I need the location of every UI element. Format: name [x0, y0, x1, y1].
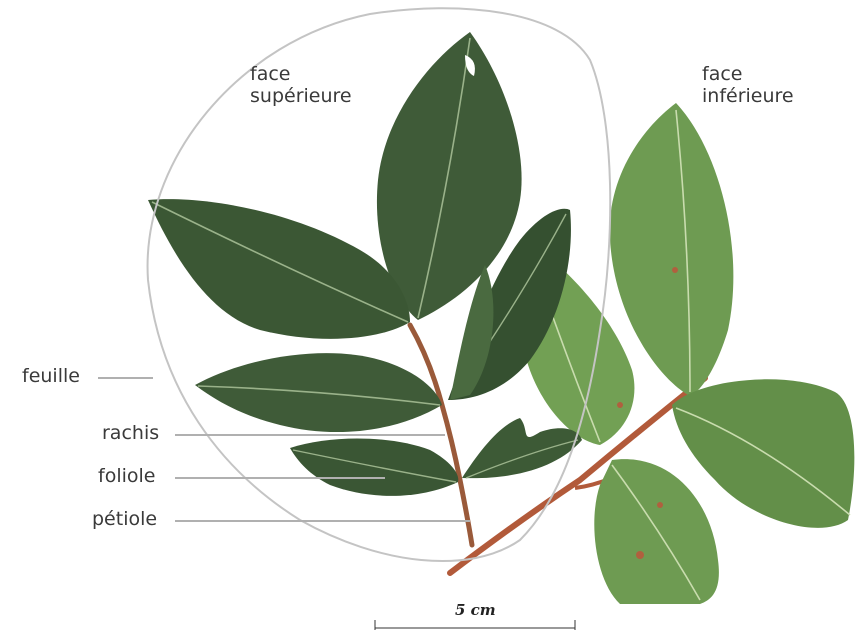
lower-leaflet-top	[610, 103, 734, 396]
scale-label: 5 cm	[455, 601, 496, 619]
lower-leaflet-bottom	[594, 459, 719, 604]
upper-face-leaf	[148, 32, 582, 545]
label-face-inferieure-line1: face	[702, 64, 794, 86]
label-face-superieure: face supérieure	[250, 64, 352, 108]
label-face-inferieure: face inférieure	[702, 64, 794, 108]
label-face-inferieure-line2: inférieure	[702, 86, 794, 108]
leaflet-lower-left	[290, 438, 458, 495]
label-face-superieure-line2: supérieure	[250, 86, 352, 108]
label-foliole: foliole	[98, 466, 155, 488]
label-rachis: rachis	[102, 423, 159, 445]
label-feuille: feuille	[22, 366, 80, 388]
label-petiole: pétiole	[92, 509, 157, 531]
scale-bar	[375, 620, 575, 630]
label-face-superieure-line1: face	[250, 64, 352, 86]
